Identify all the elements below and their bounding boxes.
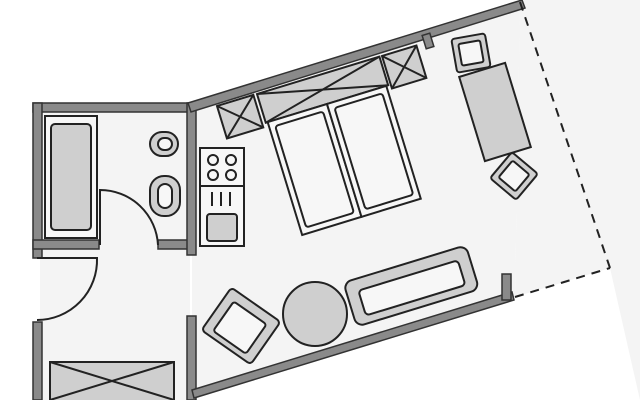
round-table (282, 281, 348, 347)
kitchenette (199, 147, 245, 247)
sofa (344, 246, 479, 326)
toilet (149, 131, 179, 157)
double-bed (255, 55, 423, 237)
entrance-door-swing (36, 257, 99, 321)
armchair (202, 288, 280, 364)
bathtub (44, 115, 98, 239)
balcony-chair-bottom (490, 152, 538, 200)
nightstand-right (380, 44, 428, 90)
stove-icon (207, 154, 237, 181)
balcony-railing (514, 1, 611, 298)
balcony-floor (515, 0, 640, 400)
wardrobe (49, 361, 175, 400)
balcony-chair-top (450, 32, 492, 74)
sink-icon (206, 192, 238, 242)
bathroom-door-swing (99, 188, 159, 246)
balcony-table (457, 61, 533, 163)
walls (32, 0, 526, 400)
bidet (149, 175, 181, 217)
nightstand-left (215, 93, 265, 140)
